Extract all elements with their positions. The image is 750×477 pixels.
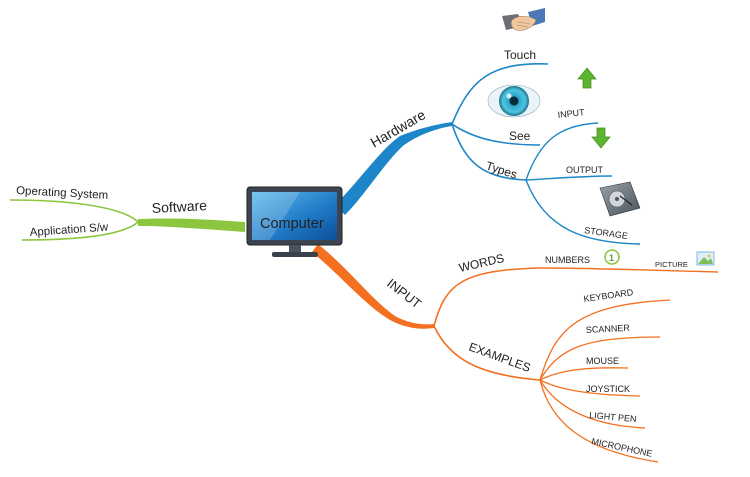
example-scanner: SCANNER (586, 323, 631, 335)
up-arrow-icon (577, 67, 597, 89)
hardware-branch (335, 63, 641, 245)
example-microphone: MICROPHONE (591, 436, 654, 459)
types-output-label: OUTPUT (566, 165, 604, 175)
types-label: Types (484, 159, 519, 182)
hard-drive-icon (599, 181, 641, 217)
example-joystick: JOYSTICK (586, 384, 630, 394)
picture-icon (696, 251, 715, 266)
types-input-label: INPUT (557, 107, 585, 120)
input-branch (312, 244, 719, 463)
number-one-icon (604, 249, 620, 265)
picture-label: PICTURE (655, 260, 688, 269)
example-light-pen: LIGHT PEN (589, 410, 637, 424)
see-label: See (509, 129, 531, 143)
software-branch (9, 199, 245, 241)
down-arrow-icon (591, 127, 611, 149)
example-keyboard: KEYBOARD (583, 287, 634, 304)
software-label: Software (151, 197, 207, 216)
example-mouse: MOUSE (586, 356, 619, 366)
application-sw-label: Application S/w (29, 221, 109, 239)
handshake-icon (502, 8, 545, 31)
examples-label: EXAMPLES (467, 340, 533, 375)
monitor-icon (246, 186, 343, 257)
eye-icon (487, 84, 541, 118)
input-label: INPUT (384, 276, 424, 312)
computer-label: Computer (260, 216, 324, 232)
touch-label: Touch (504, 48, 536, 62)
numbers-label: NUMBERS (545, 255, 590, 265)
operating-system-label: Operating System (16, 185, 109, 202)
number-one-badge-text: 1 (609, 253, 614, 263)
